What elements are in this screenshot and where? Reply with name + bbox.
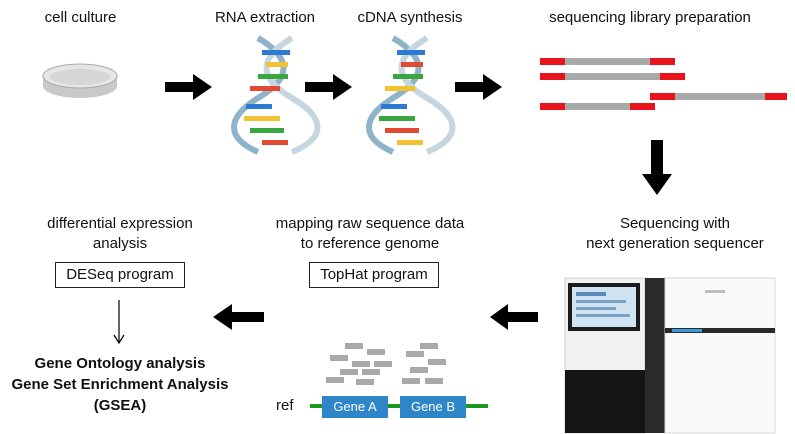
library-fragments-icon <box>540 58 787 110</box>
step-mapping-label-line2: to reference genome <box>300 235 440 252</box>
step-sequencing-label-line2: next generation sequencer <box>586 235 764 252</box>
step-diff-expression-label-line2: analysis <box>92 235 148 252</box>
deseq-program-box: DESeq program <box>55 262 185 288</box>
dna-helix-icon <box>231 35 321 155</box>
mapped-reads-icon <box>326 343 446 385</box>
result-gsea-line1: Gene Set Enrichment Analysis <box>11 376 229 393</box>
arrow-right-icon <box>305 74 352 100</box>
result-gsea-line2: (GSEA) <box>93 397 147 414</box>
gene-a-label: Gene A <box>333 399 377 414</box>
reference-genome <box>310 396 488 418</box>
step-diff-expression-label-line1: differential expression <box>47 215 193 232</box>
tophat-program-box: TopHat program <box>309 262 439 288</box>
sequencer-machine-icon <box>564 277 776 434</box>
step-library-prep-label: sequencing library preparation <box>549 9 751 26</box>
step-sequencing-label-line1: Sequencing with <box>619 215 731 232</box>
arrow-down-icon <box>642 140 672 195</box>
arrow-right-icon <box>165 74 212 100</box>
step-cdna-synthesis-label: cDNA synthesis <box>357 9 463 26</box>
step-mapping-label-line1: mapping raw sequence data <box>275 215 465 232</box>
ref-label: ref <box>276 397 294 414</box>
arrow-left-icon <box>213 304 264 330</box>
result-gene-ontology: Gene Ontology analysis <box>34 355 206 372</box>
step-rna-extraction-label: RNA extraction <box>214 9 316 26</box>
dna-helix-icon <box>366 35 456 155</box>
petri-dish-icon <box>42 63 118 98</box>
arrow-right-icon <box>455 74 502 100</box>
arrow-thin-down-icon <box>113 300 125 345</box>
step-cell-culture-label: cell culture <box>44 9 117 26</box>
arrow-left-icon <box>490 304 538 330</box>
gene-b-label: Gene B <box>410 399 456 414</box>
